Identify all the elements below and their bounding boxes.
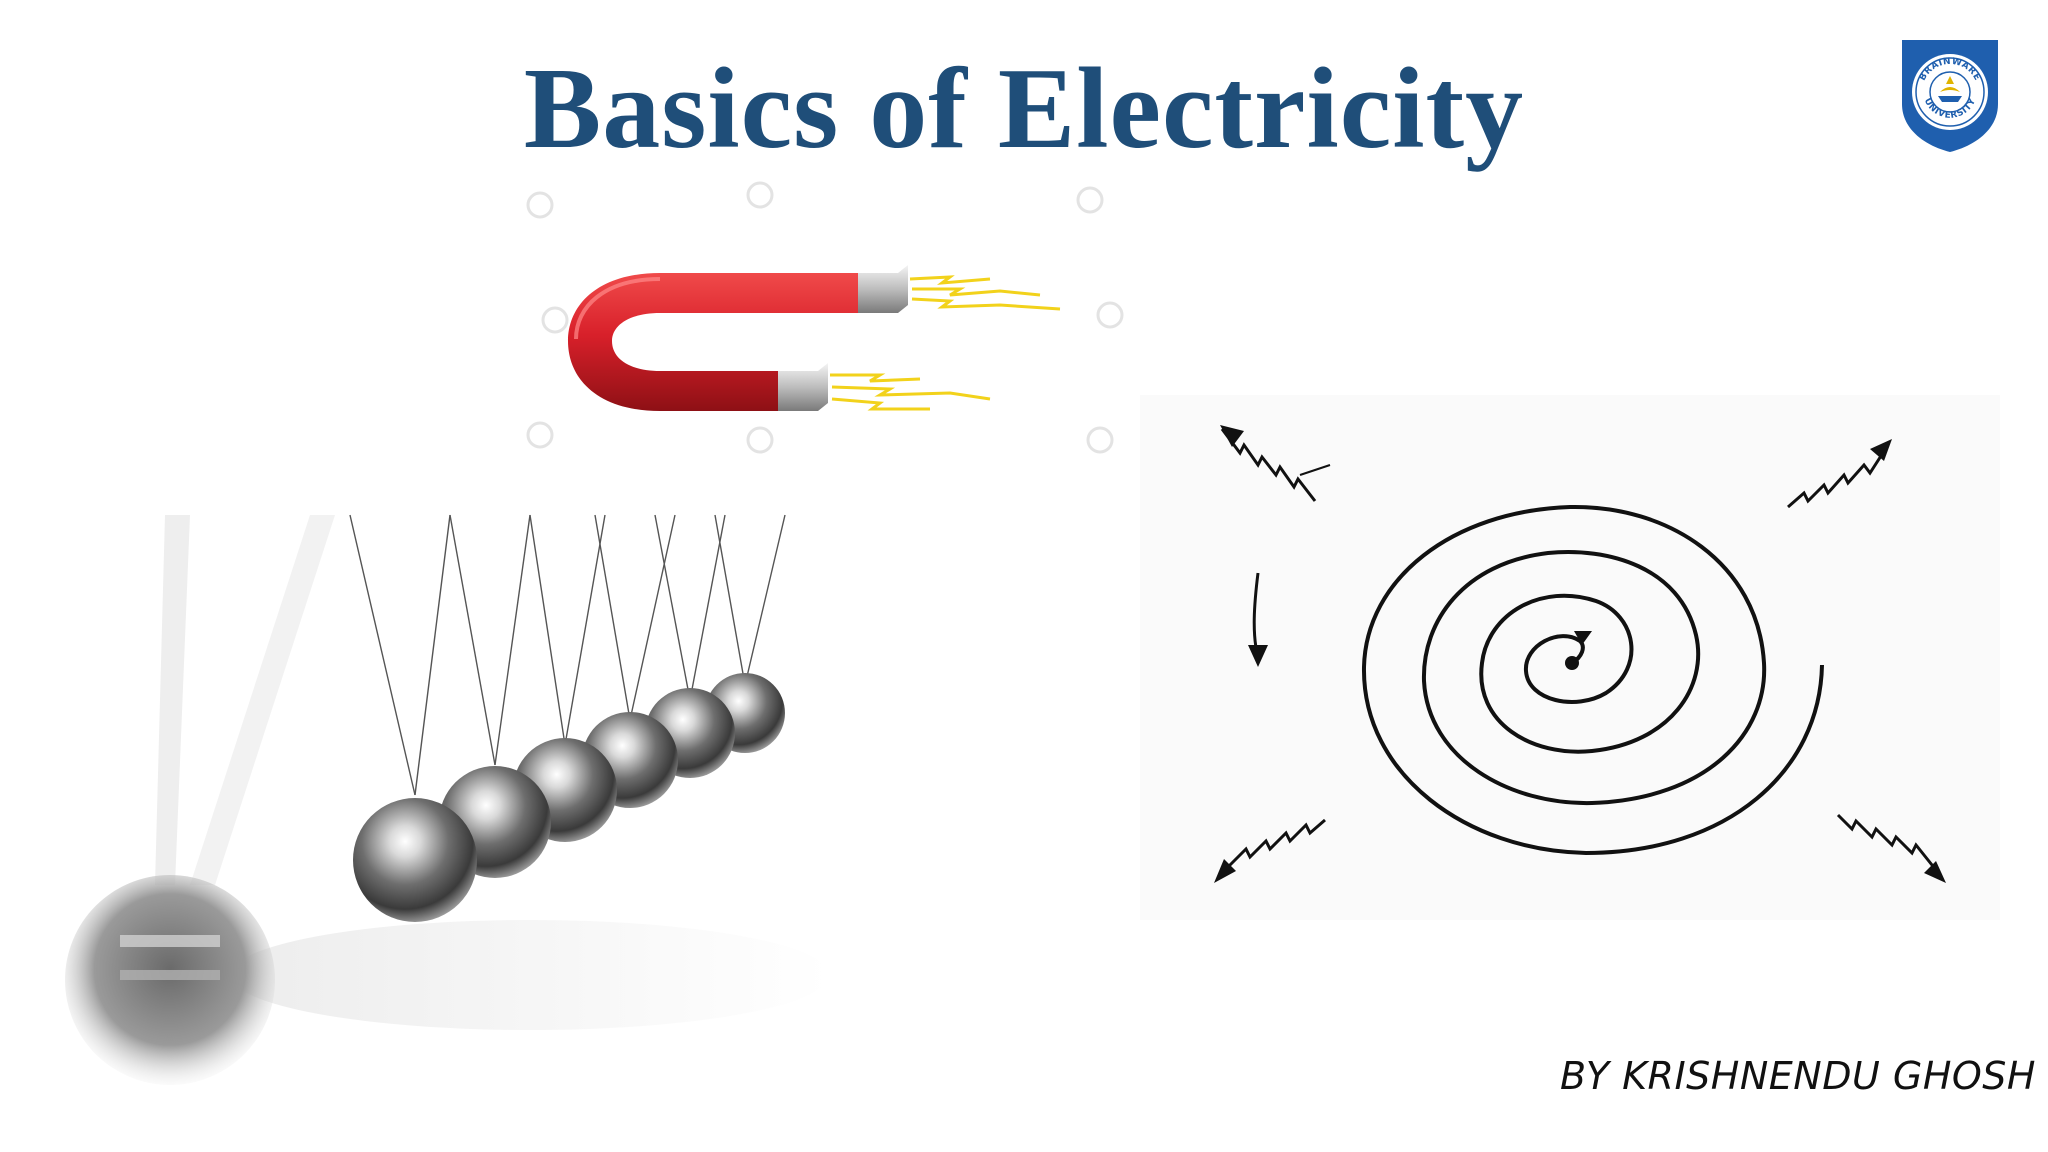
spiral-wave-icon	[1140, 395, 2000, 920]
horseshoe-magnet-icon	[480, 175, 1170, 475]
university-logo: BRAINWARE UNIVERSITY	[1896, 34, 2004, 154]
author-credit: BY KRISHNENDU GHOSH	[1559, 1054, 2036, 1098]
slide-title: Basics of Electricity	[523, 45, 1525, 173]
newtons-cradle-icon	[50, 505, 840, 1100]
